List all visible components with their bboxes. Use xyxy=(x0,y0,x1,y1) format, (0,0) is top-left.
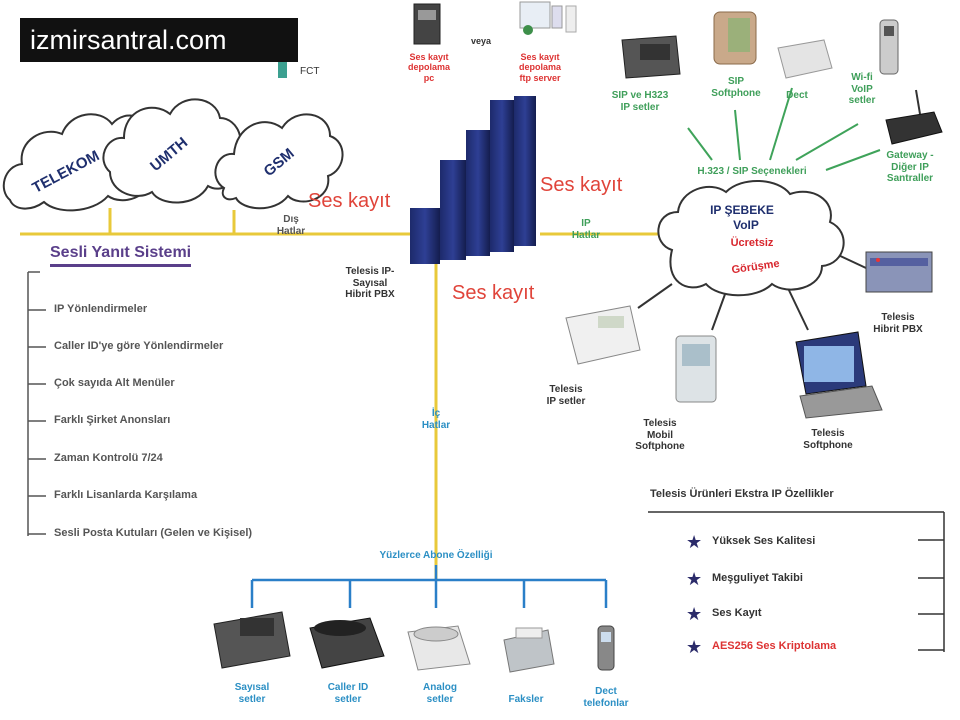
gateway-router-icon xyxy=(885,89,943,145)
wifi-voip-label: Wi-fi VoIP setler xyxy=(848,72,876,106)
ivr-item: Caller ID'ye göre Yönlendirmeler xyxy=(54,340,224,352)
logo[interactable]: izmirsantral.com xyxy=(20,18,298,62)
analog-set-icon xyxy=(407,625,471,671)
recording-or-label: veya xyxy=(470,36,492,46)
telesis-softphone-label: Telesis Softphone xyxy=(803,428,853,451)
dect-phone-icon xyxy=(597,625,615,671)
ip-lines-label: IP Hatlar xyxy=(571,218,601,241)
recording-pc-icon xyxy=(413,3,441,45)
telesis-mobile-icon xyxy=(675,335,717,403)
sip-h323-label: SIP ve H323 IP setler xyxy=(611,90,669,113)
ses-kayit-bottom: Ses kayıt xyxy=(452,282,535,304)
fct-icon xyxy=(278,62,287,78)
ip-network-voip: VoIP xyxy=(733,218,759,232)
subscriber-title: Yüzlerce Abone Özelliği xyxy=(379,550,493,561)
voip-green-lines xyxy=(687,87,881,200)
ses-kayit-left: Ses kayıt xyxy=(308,190,391,212)
wifi-phone-icon xyxy=(879,19,899,75)
gateway-label: Gateway - Diğer IP Santraller xyxy=(886,150,934,184)
caller-id-set-icon xyxy=(309,617,385,669)
phone-label: Analog setler xyxy=(423,682,457,705)
ivr-item: IP Yönlendirmeler xyxy=(54,303,148,315)
star-icon: ★ xyxy=(686,604,703,624)
subscriber-tree xyxy=(250,565,608,608)
h323-sip-options-label: H.323 / SIP Seçenekleri xyxy=(697,166,807,177)
digital-set-icon xyxy=(213,611,291,669)
ivr-bracket xyxy=(27,271,46,536)
feature-item: Ses Kayıt xyxy=(712,607,762,619)
yellow-trunk-lines xyxy=(20,208,668,580)
ivr-item: Çok sayıda Alt Menüler xyxy=(54,377,175,389)
telesis-mobile-label: Telesis Mobil Softphone xyxy=(635,418,685,452)
star-icon: ★ xyxy=(686,637,703,657)
feature-item: Yüksek Ses Kalitesi xyxy=(712,535,816,547)
star-icon: ★ xyxy=(686,569,703,589)
dect-label: Dect xyxy=(786,90,808,101)
star-icon: ★ xyxy=(686,532,703,552)
ses-kayit-right: Ses kayıt xyxy=(540,174,623,196)
pbx-label: Telesis IP- Sayısal Hibrit PBX xyxy=(345,266,395,300)
phone-label: Faksler xyxy=(508,694,544,705)
ip-network-cloud xyxy=(657,179,845,297)
ip-network-free: Ücretsiz xyxy=(731,236,774,249)
pbx-towers xyxy=(410,96,536,264)
ftp-server-icon xyxy=(519,1,577,35)
external-lines-label: Dış Hatlar xyxy=(276,214,306,237)
ivr-item: Zaman Kontrolü 7/24 xyxy=(54,452,163,464)
ip-network-title: IP ŞEBEKE xyxy=(710,203,774,217)
telesis-ip-set-label: Telesis IP setler xyxy=(546,384,586,407)
telesis-hibrit-pbx-icon xyxy=(865,251,933,293)
dect-base-icon xyxy=(777,39,833,79)
feature-item: Meşguliyet Takibi xyxy=(712,572,803,584)
softphone-icon xyxy=(713,11,757,65)
sip-softphone-label: SIP Softphone xyxy=(711,76,761,99)
phone-label: Dect telefonlar xyxy=(583,686,629,709)
recording-ftp-label: Ses kayıt depolama ftp server xyxy=(518,52,561,83)
cloud-device-lines xyxy=(637,253,867,331)
fax-icon xyxy=(503,627,555,673)
recording-pc-label: Ses kayıt depolama pc xyxy=(407,52,450,83)
sip-desk-phone-icon xyxy=(621,35,681,79)
ivr-item: Farklı Lisanlarda Karşılama xyxy=(54,489,198,501)
ivr-item: Farklı Şirket Anonsları xyxy=(54,414,171,426)
telesis-laptop-icon xyxy=(795,331,883,419)
phone-label: Caller ID setler xyxy=(327,682,369,705)
phone-label: Sayısal setler xyxy=(234,682,270,705)
ivr-title: Sesli Yanıt Sistemi xyxy=(50,244,192,267)
pstn-clouds xyxy=(2,98,344,212)
telesis-ip-set-icon xyxy=(565,305,641,365)
ivr-item: Sesli Posta Kutuları (Gelen ve Kişisel) xyxy=(54,527,253,539)
feature-item: AES256 Ses Kriptolama xyxy=(712,640,837,652)
internal-lines-label: İç Hatlar xyxy=(421,408,451,431)
features-title: Telesis Ürünleri Ekstra IP Özellikler xyxy=(650,488,834,500)
telesis-hibrit-label: Telesis Hibrit PBX xyxy=(873,312,923,335)
fct-label: FCT xyxy=(300,66,320,77)
features-bracket xyxy=(648,511,945,652)
